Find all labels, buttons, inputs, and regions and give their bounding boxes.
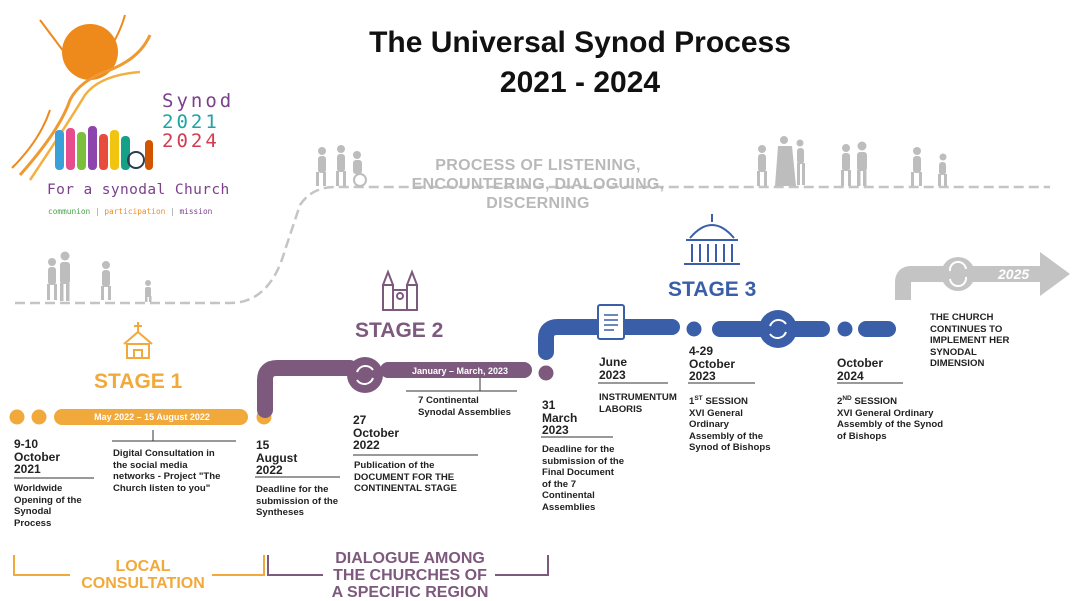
church-icon-graphic xyxy=(123,322,153,359)
dialogue-bracket xyxy=(267,555,549,576)
logo-tagline: For a synodal Church xyxy=(47,182,230,198)
process-line-2: ENCOUNTERING, DIALOGUING, xyxy=(411,176,665,193)
logo-year-start: 2021 xyxy=(162,111,220,133)
basilica-icon-graphic xyxy=(684,214,740,265)
future-year-label: 2025 xyxy=(998,266,1030,282)
logo-year-end: 2024 xyxy=(162,130,220,152)
stage1-label: STAGE 1 xyxy=(94,370,183,393)
milestone-underlines xyxy=(14,378,903,479)
process-line-1: PROCESS OF LISTENING, xyxy=(435,157,641,174)
walker-group-middle xyxy=(316,145,367,187)
stage1-dot-1 xyxy=(9,409,25,425)
process-text: PROCESS OF LISTENING, ENCOUNTERING, DIAL… xyxy=(388,156,688,213)
stage2-pill-label: January – March, 2023 xyxy=(411,366,509,376)
logo-subtitle-mission: mission xyxy=(179,207,213,216)
stage3-cycle-circle xyxy=(759,310,797,348)
local-bracket xyxy=(13,555,265,576)
walker-group-left xyxy=(47,251,152,302)
stage1-pill-label: May 2022 – 15 August 2022 xyxy=(94,412,210,422)
synod-logo-graphic xyxy=(11,14,153,181)
title-line-1: The Universal Synod Process xyxy=(369,26,791,59)
cathedral-icon-graphic xyxy=(382,269,418,311)
stage3-label: STAGE 3 xyxy=(668,278,757,301)
document-icon xyxy=(597,304,625,340)
process-path xyxy=(15,185,1050,305)
logo-subtitle-communion: communion xyxy=(48,207,91,216)
logo-people xyxy=(55,126,153,170)
logo-subtitle-participation: participation xyxy=(104,207,166,216)
people-silhouettes xyxy=(47,136,947,302)
walker-group-right xyxy=(757,136,947,186)
process-line-3: DISCERNING xyxy=(486,195,590,212)
logo-subtitle: communion | participation | mission xyxy=(48,207,213,216)
stage3-track xyxy=(538,304,896,360)
stage1-dot-2 xyxy=(31,409,47,425)
stage2-label: STAGE 2 xyxy=(355,319,444,342)
stage2-cycle-circle xyxy=(347,357,383,393)
stage2-track xyxy=(257,357,554,418)
logo-word: Synod xyxy=(162,90,235,112)
future-arrow xyxy=(895,252,1070,300)
page-title: The Universal Synod Process 2021 - 2024 xyxy=(0,26,1074,100)
stage1-bar xyxy=(54,409,248,425)
title-line-2: 2021 - 2024 xyxy=(499,66,661,99)
